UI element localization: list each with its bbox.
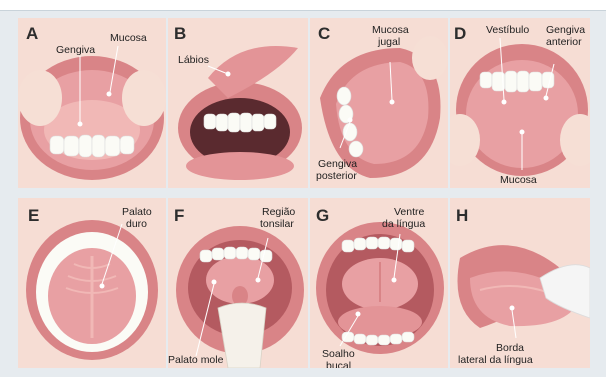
panel-f: F Região tonsilar Palato mole: [168, 198, 308, 368]
panel-g-illustration: [310, 198, 448, 368]
label-mucosa-jugal-1: Mucosa: [372, 24, 409, 36]
label-labios: Lábios: [178, 54, 209, 66]
label-vestibulo: Vestíbulo: [486, 24, 529, 36]
label-soalho-bucal-1: Soalho: [322, 348, 355, 360]
label-regiao-tonsilar-2: tonsilar: [260, 218, 294, 230]
panel-e: E Palato duro: [18, 198, 166, 368]
label-palato-duro-1: Palato: [122, 206, 152, 218]
panel-a-letter: A: [26, 24, 38, 44]
panel-b: B Lábios: [168, 18, 308, 188]
label-regiao-tonsilar-1: Região: [262, 206, 295, 218]
label-gengiva-anterior-1: Gengiva: [546, 24, 585, 36]
panel-b-illustration: [168, 18, 308, 188]
label-ventre-lingua-1: Ventre: [394, 206, 424, 218]
label-palato-duro-2: duro: [126, 218, 147, 230]
panel-g: G Ventre da língua Soalho bucal: [310, 198, 448, 368]
label-mucosa-jugal-2: jugal: [378, 36, 400, 48]
label-borda-lateral-1: Borda: [496, 342, 524, 354]
label-mucosa: Mucosa: [110, 32, 147, 44]
label-borda-lateral-2: lateral da língua: [458, 354, 533, 366]
panel-c: C Mucosa jugal Gengiva posterior: [310, 18, 448, 188]
panel-h-letter: H: [456, 206, 468, 226]
panel-e-letter: E: [28, 206, 39, 226]
label-soalho-bucal-2: bucal: [326, 360, 351, 368]
label-mucosa-d: Mucosa: [500, 174, 537, 186]
label-gengiva-posterior-2: posterior: [316, 170, 357, 182]
panel-f-letter: F: [174, 206, 184, 226]
label-gengiva-anterior-2: anterior: [546, 36, 582, 48]
label-gengiva-posterior-1: Gengiva: [318, 158, 357, 170]
top-border: [0, 0, 606, 11]
label-ventre-lingua-2: da língua: [382, 218, 425, 230]
panel-g-letter: G: [316, 206, 329, 226]
label-palato-mole: Palato mole: [168, 354, 223, 366]
label-gengiva: Gengiva: [56, 44, 95, 56]
panel-d-letter: D: [454, 24, 466, 44]
panel-b-letter: B: [174, 24, 186, 44]
panel-d: D Vestíbulo Gengiva anterior Mucosa: [450, 18, 590, 188]
panel-c-letter: C: [318, 24, 330, 44]
panel-h: H Borda lateral da língua: [450, 198, 590, 368]
panel-a: A Gengiva Mucosa: [18, 18, 166, 188]
